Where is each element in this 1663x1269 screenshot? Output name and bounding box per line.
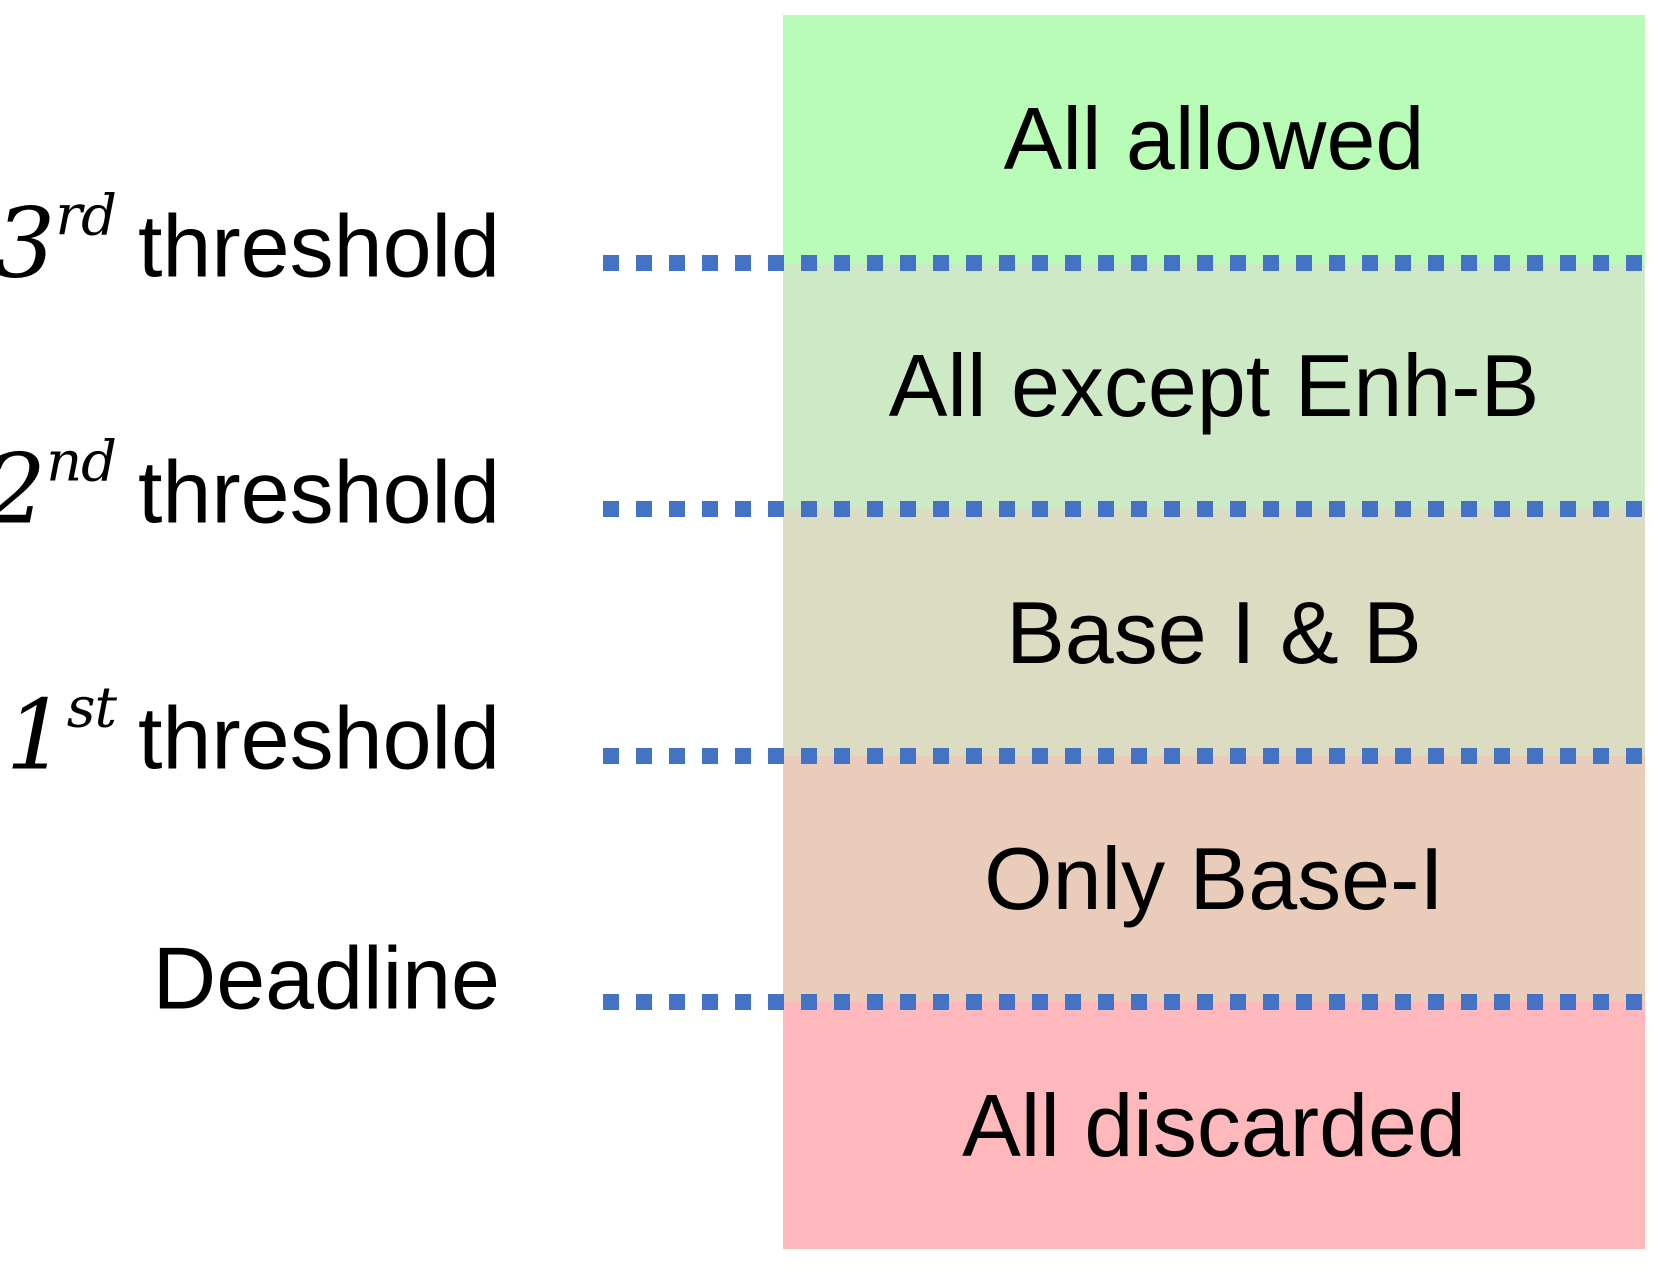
band-only-base-i-label: Only Base-I xyxy=(984,829,1444,928)
label-deadline: Deadline xyxy=(153,921,500,1024)
dotted-line-3rd-threshold xyxy=(603,255,1645,271)
band-all-discarded-label: All discarded xyxy=(962,1075,1466,1175)
threshold-word: threshold xyxy=(137,196,500,296)
band-all-except-enh-b-label: All except Enh-B xyxy=(888,336,1540,435)
band-base-i-and-b: Base I & B xyxy=(783,509,1645,756)
ordinal-suffix-rd: rd xyxy=(55,183,117,249)
ordinal-number-3: 3 xyxy=(0,187,56,300)
ordinal-number-1: 1 xyxy=(5,679,67,792)
ordinal-suffix-nd: nd xyxy=(46,429,117,495)
dotted-line-deadline xyxy=(603,994,1645,1010)
threshold-word: threshold xyxy=(137,688,500,788)
band-all-allowed-label: All allowed xyxy=(1003,89,1425,188)
ordinal-suffix-st: st xyxy=(66,675,117,741)
band-all-allowed: All allowed xyxy=(783,15,1645,263)
band-all-except-enh-b: All except Enh-B xyxy=(783,263,1645,509)
ordinal-number-2: 2 xyxy=(0,434,46,546)
band-only-base-i: Only Base-I xyxy=(783,756,1645,1002)
deadline-word: Deadline xyxy=(152,928,500,1028)
dotted-line-2nd-threshold xyxy=(603,501,1645,517)
band-all-discarded: All discarded xyxy=(783,1002,1645,1249)
dotted-line-1st-threshold xyxy=(603,748,1645,764)
label-2nd-threshold: 2ndthreshold xyxy=(0,434,500,538)
threshold-word: threshold xyxy=(137,442,500,542)
band-base-i-and-b-label: Base I & B xyxy=(1006,582,1422,682)
